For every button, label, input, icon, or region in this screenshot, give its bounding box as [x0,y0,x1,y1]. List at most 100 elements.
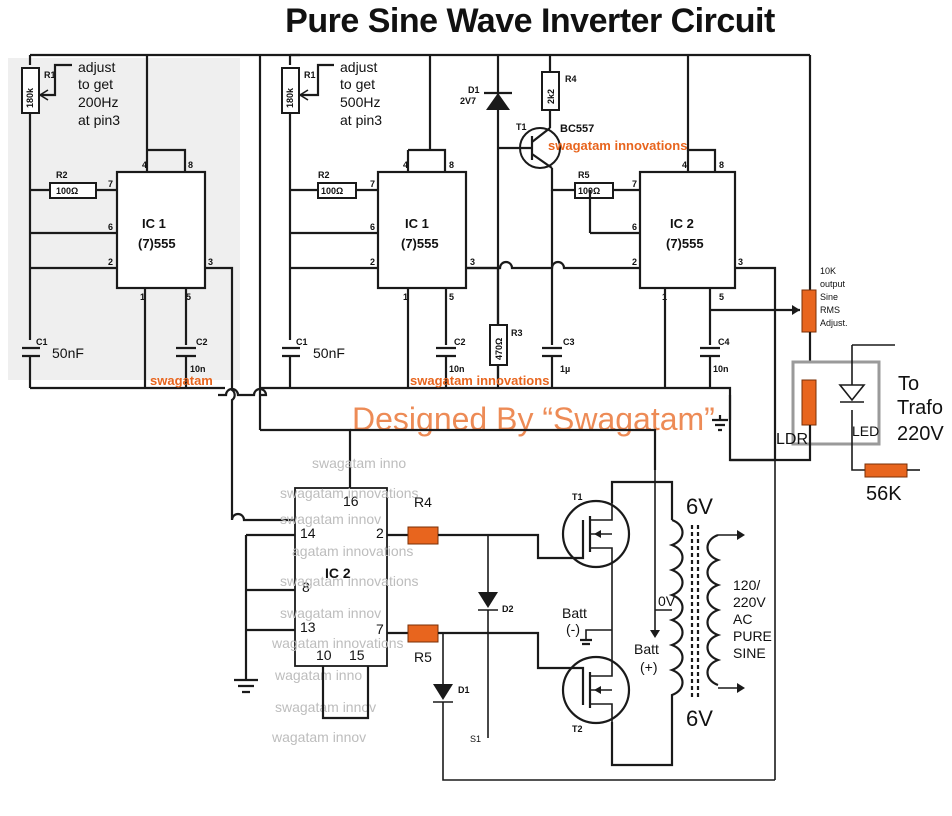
driver-pin7: 7 [376,621,384,637]
stage1-c2-value: 10n [190,364,206,374]
stage3-ic-name: IC 2 [670,216,694,231]
transformer-core [690,525,700,700]
watermark-9: swagatam innov [275,699,376,715]
stage2-pin5: 5 [449,292,454,302]
stage2-adjust-line3: 500Hz [340,94,380,110]
stage3-ic-type: (7)555 [666,236,704,251]
ac-out-arrow-bottom-icon [737,683,745,693]
v-bottom-label: 6V [686,706,713,731]
stage2-pin3: 3 [470,257,475,267]
transformer-primary [668,518,684,700]
stage1-pin8: 8 [188,160,193,170]
watermark-4: agatam innovations [292,543,413,559]
watermark-7: wagatam innovations [271,635,404,651]
stage3-c4-label: C4 [718,337,730,347]
ldr-label: LDR [776,431,808,448]
stage2-pin8: 8 [449,160,454,170]
resistor-56k-label: 56K [866,483,902,505]
stage2-r2-label: R2 [318,170,330,180]
stage1-adjust-line1: adjust [78,59,115,75]
stage2-c2-value: 10n [449,364,465,374]
to-trafo-line3: 220V [897,423,944,445]
stage1-ic-name: IC 1 [142,216,166,231]
driver-r5-label: R5 [414,649,432,665]
stage1-r2-value: 100Ω [56,186,78,196]
driver-ic-name: IC 2 [325,565,351,581]
to-trafo-line2: Trafo [897,397,943,419]
stage3-c3-value: 1µ [560,364,570,374]
stage3-r4-label: R4 [565,74,577,84]
led-diode-icon [838,384,866,402]
stage2-c2-label: C2 [454,337,466,347]
stage3-pin3: 3 [738,257,743,267]
stage1-r1-label: R1 [44,70,56,80]
stage1-adjust-line4: at pin3 [78,112,120,128]
output-t1-label: T1 [572,492,583,502]
v-top-label: 6V [686,494,713,519]
stage3-modulator: D1 2V7 2k2 R4 T1 BC557 swagatam innovati… [260,55,800,462]
ac-label-line5: SINE [733,645,766,661]
driver-r4-resistor [407,526,439,545]
driver-pin13: 13 [300,619,316,635]
batt-pos-line2: (+) [640,659,658,675]
stage3-t1-value: BC557 [560,123,594,135]
driver-pin8: 8 [302,579,310,595]
stage3-c4-value: 10n [713,364,729,374]
stage3-r4-value: 2k2 [546,89,556,104]
stage3-watermark: swagatam innovations [548,138,687,153]
driver-d1-diode [433,684,453,700]
stage1-adjust-line2: to get [78,76,113,92]
designed-by-banner: Designed By “Swagatam” [352,401,715,437]
stage1-r1-value: 180k [25,87,35,108]
stage1-c1-label: C1 [36,337,48,347]
stage3-pin8: 8 [719,160,724,170]
watermark-5: swagatam innovations [280,573,419,589]
watermark-1: swagatam inno [312,455,406,471]
page-title: Pure Sine Wave Inverter Circuit [285,2,775,40]
stage3-d1-value: 2V7 [460,96,476,106]
stage3-r3-label: R3 [511,328,523,338]
stage2-ic1 [376,170,468,290]
driver-pin16: 16 [343,493,359,509]
stage1-pin4: 4 [142,160,147,170]
driver-s1-label: S1 [470,734,481,744]
driver-pin15: 15 [349,647,365,663]
stage2-pin4: 4 [403,160,408,170]
stage2-watermark: swagatam innovations [410,373,549,388]
driver-pin2: 2 [376,525,384,541]
stage1-ic1 [115,170,207,290]
v-mid-label: 0V [658,593,676,609]
stage2-pin7: 7 [370,179,375,189]
ac-label-line3: AC [733,611,752,627]
stage2-adjust-line1: adjust [340,59,377,75]
rms-label-line1: 10K [820,266,836,276]
stage3-pin2: 2 [632,257,637,267]
led-label: LED [852,423,879,439]
watermark-8: wagatam inno [274,667,362,683]
rms-label-line3: Sine [820,292,838,302]
watermark-2: swagatam innovations [280,485,419,501]
stage1-ic-type: (7)555 [138,236,176,251]
stage1-adjust-line3: 200Hz [78,94,118,110]
batt-arrow-icon [650,630,660,638]
stage2-c1-label: C1 [296,337,308,347]
stage1-pin5: 5 [186,292,191,302]
stage2-r2-value: 100Ω [321,186,343,196]
driver-r4-label: R4 [414,494,432,510]
rms-arrow-icon [792,305,800,315]
stage2-adjust-line4: at pin3 [340,112,382,128]
stage2-pin6: 6 [370,222,375,232]
stage3-c3-label: C3 [563,337,575,347]
watermark-3: swagatam innov [280,511,381,527]
output-t2-label: T2 [572,724,583,734]
resistor-56k [864,463,908,478]
stage2-c1-value: 50nF [313,345,345,361]
stage3-t1-label: T1 [516,122,527,132]
driver-ic2 [294,487,388,667]
stage2-r1-value: 180k [285,87,295,108]
rms-adjust-resistor [801,289,817,333]
stage1-pin7: 7 [108,179,113,189]
ldr-resistor [801,379,817,426]
stage3-pin6: 6 [632,222,637,232]
